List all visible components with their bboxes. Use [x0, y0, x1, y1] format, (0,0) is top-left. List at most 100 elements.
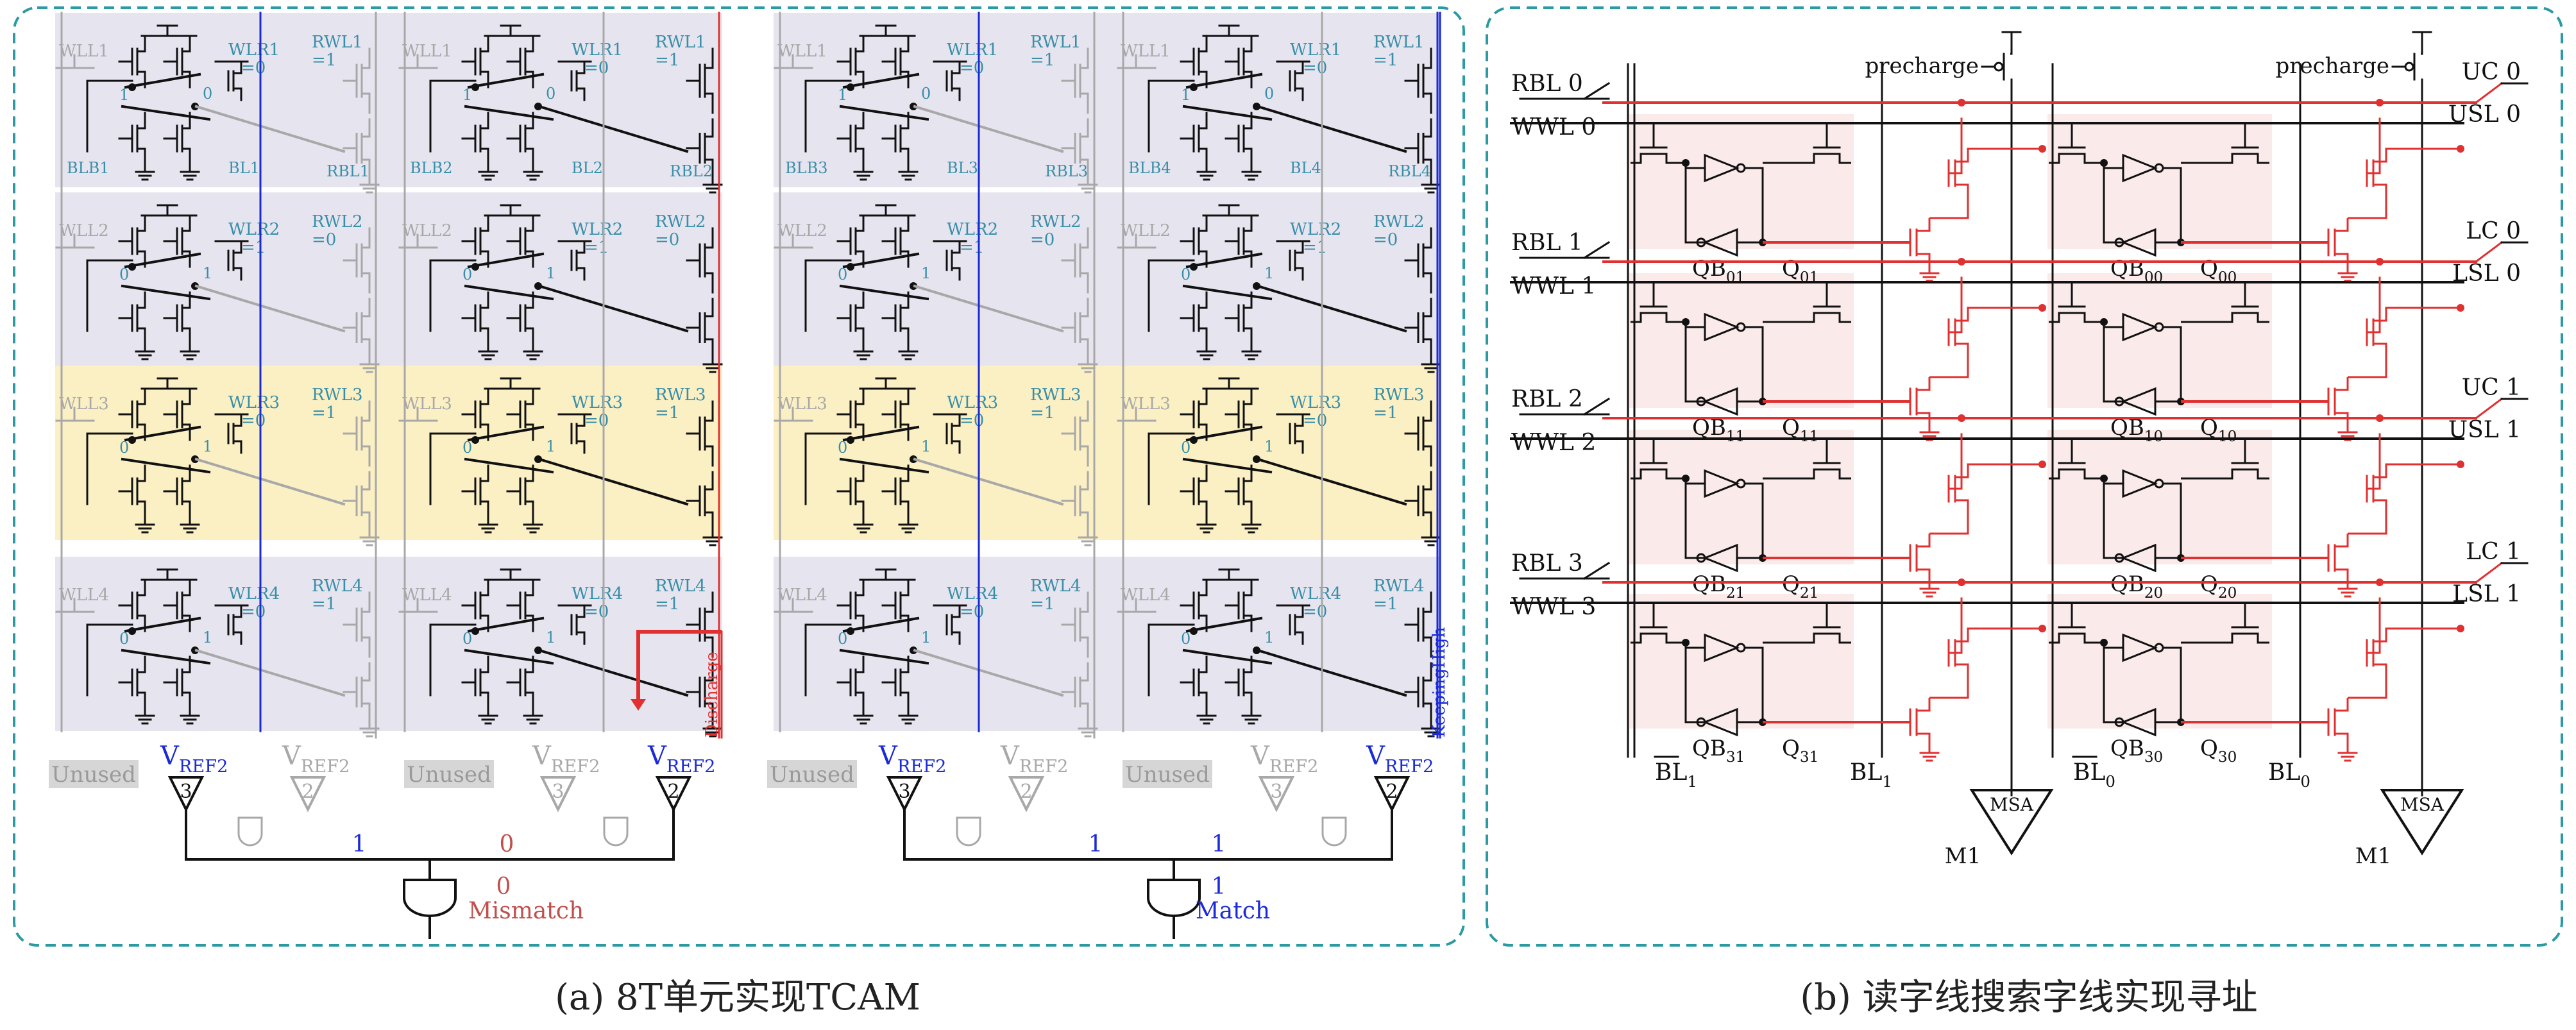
wire — [1256, 284, 1407, 333]
junction-dot — [847, 436, 854, 444]
wlr-value: =0 — [960, 58, 984, 78]
discharge-arrow-icon — [631, 699, 646, 711]
wire — [2335, 377, 2349, 391]
wll-label: WLL1 — [777, 42, 827, 61]
transistor-icon — [1180, 214, 1208, 268]
wll-label: WLL1 — [59, 42, 109, 61]
q-right-value: 1 — [921, 264, 931, 282]
rbl-label: RBL3 — [1045, 162, 1088, 180]
junction-dot — [1958, 258, 1965, 266]
ground-icon — [1196, 344, 1217, 360]
switch-icon — [1582, 561, 1611, 580]
junction-dot — [2038, 304, 2046, 312]
junction-dot — [1682, 318, 1690, 326]
q-left-value: 0 — [1181, 439, 1191, 457]
transistor-icon — [1224, 578, 1253, 632]
transistor-icon — [1404, 662, 1432, 722]
vref-label: VREF2 — [282, 741, 350, 777]
q-left-value: 0 — [462, 630, 472, 648]
wire — [464, 105, 554, 121]
ground-icon — [135, 344, 155, 360]
msa-label: MSA — [1990, 794, 2034, 815]
rwl-label: RWL3 — [1030, 385, 1081, 405]
wire — [2348, 663, 2387, 699]
transistor-icon — [836, 112, 865, 165]
wire — [124, 616, 201, 633]
vref-label: VREF2 — [160, 741, 228, 777]
wire — [1955, 307, 2042, 322]
wire — [2373, 148, 2461, 163]
inactive-gate-icon — [603, 816, 629, 847]
inactive-gate-icon — [237, 816, 263, 847]
ground-icon — [2337, 745, 2358, 762]
wire — [1763, 154, 1815, 164]
wire — [1182, 284, 1273, 301]
transistor-icon — [506, 655, 534, 709]
qb-label: QB31 — [1692, 736, 1745, 766]
vref-label: VREF2 — [1250, 741, 1318, 777]
transistor-icon — [1224, 112, 1253, 165]
wire — [1185, 72, 1263, 89]
wire — [913, 648, 1064, 697]
uc-label: LC 1 — [2466, 539, 2521, 565]
transistor-icon — [836, 387, 865, 441]
wire — [2155, 646, 2182, 723]
wire — [1737, 646, 1764, 723]
inverter-bubble-icon — [2114, 717, 2124, 727]
ground-icon — [2337, 581, 2358, 598]
rwl-label: RWL4 — [1030, 577, 1081, 596]
wire — [2257, 469, 2269, 480]
ground-icon — [1919, 745, 1940, 762]
junction-dot — [1958, 414, 1965, 422]
wlr-value: =0 — [241, 602, 266, 621]
transistor-icon — [1180, 112, 1208, 165]
wire — [1256, 648, 1407, 697]
sense-amp-icon — [1258, 776, 1295, 813]
transistor-icon — [570, 604, 586, 645]
transistor-icon — [1061, 118, 1089, 178]
rwl-value: =1 — [1030, 51, 1055, 70]
transistor-icon — [1180, 464, 1208, 518]
row-band — [55, 192, 722, 367]
wlr-label: WLR2 — [228, 220, 280, 239]
wlr-value: =0 — [1303, 58, 1327, 78]
wire — [2181, 469, 2233, 480]
wire — [2155, 326, 2182, 403]
wire — [2049, 469, 2060, 480]
wll-label: WLL3 — [59, 394, 109, 414]
q-label: Q01 — [1782, 256, 1818, 286]
junction-dot — [2457, 625, 2464, 632]
wire — [842, 616, 920, 633]
ground-icon — [853, 708, 874, 725]
inverter-bubble-icon — [1696, 237, 1706, 248]
transistor-icon — [945, 60, 961, 101]
transistor-icon — [1289, 604, 1304, 645]
wire — [1185, 616, 1263, 633]
ground-icon — [180, 517, 200, 534]
row-band — [774, 13, 1441, 187]
result-right-in1: 1 — [1089, 831, 1103, 857]
wll-label: WLL2 — [402, 221, 452, 241]
ground-icon — [180, 344, 200, 360]
q-left-value: 1 — [838, 86, 847, 104]
switch-icon — [2474, 241, 2504, 264]
rwl-value: =0 — [1030, 230, 1055, 249]
result-right-in2: 1 — [1212, 831, 1226, 857]
wire — [1955, 463, 2042, 478]
transistor-icon — [1061, 400, 1089, 467]
switch-icon — [1582, 81, 1611, 101]
rwl-label: RWL3 — [655, 385, 706, 405]
inverter-bubble-icon — [2114, 237, 2124, 248]
junction-dot — [847, 263, 854, 271]
sense-amp-number: 2 — [667, 781, 679, 803]
vref-label: VREF2 — [878, 741, 946, 777]
panel-frames — [13, 6, 2563, 947]
wire — [913, 105, 1064, 153]
wlr-label: WLR4 — [947, 584, 998, 604]
wire — [2335, 568, 2349, 582]
ground-icon — [523, 164, 543, 181]
sense-amp-number: 2 — [1020, 781, 1032, 803]
junction-dot — [2457, 460, 2464, 468]
